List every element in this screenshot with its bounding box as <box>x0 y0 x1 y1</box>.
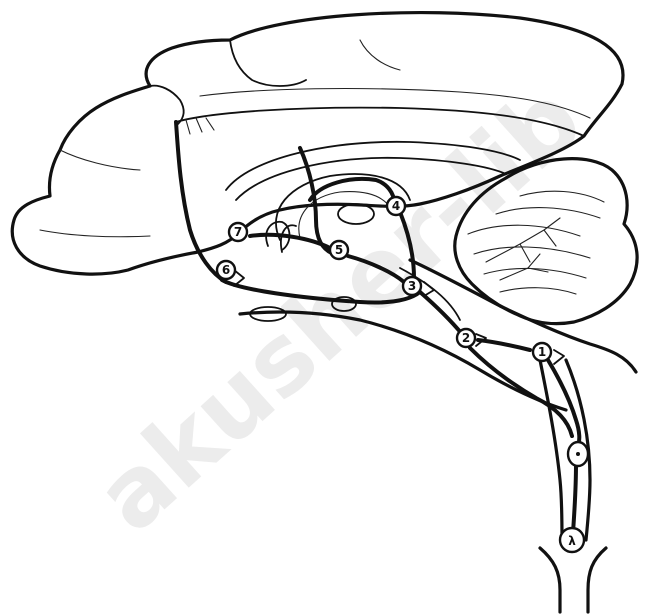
node-7: 7 <box>229 223 247 241</box>
cerebellum-folia-4 <box>500 288 576 294</box>
sulcus-orbital <box>60 150 140 170</box>
sulcus-parietal <box>360 40 400 70</box>
sulcus-frontal-tick-3 <box>206 118 214 130</box>
watermark-text: akusher-lib <box>75 63 603 554</box>
sulcus-frontal-tick-1 <box>186 120 190 134</box>
spinal-gray-right <box>588 548 606 612</box>
arrow-tip-1 <box>554 350 564 364</box>
fiber-2-to-1 <box>478 340 530 350</box>
node-4-label: 4 <box>392 199 400 213</box>
sulcus-frontal <box>150 86 184 124</box>
node-5-label: 5 <box>335 243 343 257</box>
cerebellum-folia-2 <box>474 247 590 258</box>
node-4: 4 <box>387 197 405 215</box>
fiber-cortical-descending <box>176 122 226 282</box>
spinal-ganglion <box>568 442 588 466</box>
spinal-gray-left <box>540 548 560 612</box>
node-1: 1 <box>533 343 551 361</box>
node-2: 2 <box>457 329 475 347</box>
watermark: akusher-lib <box>75 63 603 554</box>
node-3: 3 <box>403 277 421 295</box>
node-1-label: 1 <box>538 345 546 359</box>
spinal-cord-left <box>540 360 562 540</box>
sulcus-olfactory <box>40 230 150 237</box>
node-6: 6 <box>217 261 235 279</box>
node-6-label: 6 <box>222 263 230 277</box>
receptor-label: λ <box>568 534 576 548</box>
node-7-label: 7 <box>234 225 242 239</box>
node-2-label: 2 <box>462 331 470 345</box>
receptor: λ <box>560 528 584 552</box>
sulcus-central <box>230 40 306 86</box>
ganglion-dot <box>576 452 580 456</box>
sulcus-frontal-tick-2 <box>196 118 202 132</box>
node-3-label: 3 <box>408 279 416 293</box>
node-5: 5 <box>330 241 348 259</box>
